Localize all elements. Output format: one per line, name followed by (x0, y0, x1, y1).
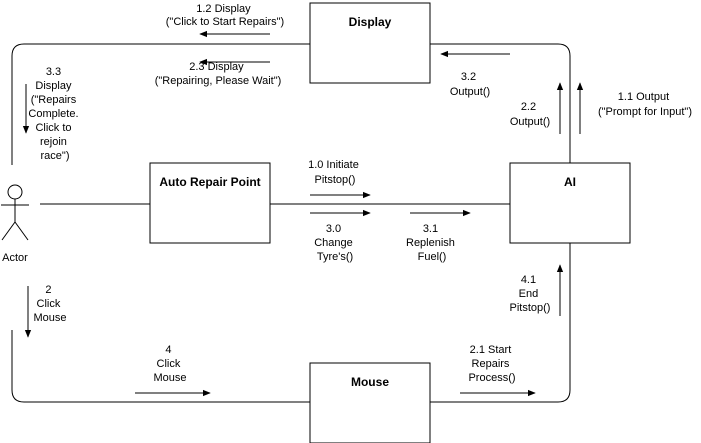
display-box-label: Display (349, 15, 392, 29)
message-1-0: 1.0 Initiate Pitstop() (308, 159, 362, 186)
actor-figure (1, 184, 29, 241)
message-2-2: 2.2 Output() (510, 101, 550, 128)
ai-box (509, 162, 631, 244)
message-3-1: 3.1 Replenish Fuel() (406, 223, 458, 263)
actor-label: Actor (2, 252, 28, 264)
message-2-1: 2.1 Start Repairs Process() (468, 344, 515, 384)
message-4-1: 4.1 End Pitstop() (510, 274, 551, 314)
message-2: 2 Click Mouse (33, 284, 66, 324)
message-2-3: 2.3 Display ("Repairing, Please Wait") (155, 61, 282, 87)
message-3-2: 3.2 Output() (450, 71, 490, 98)
ai-box-label: AI (564, 175, 576, 189)
message-3-0: 3.0 Change Tyre's() (314, 223, 356, 263)
mouse-box (309, 362, 431, 443)
message-4: 4 Click Mouse (153, 344, 186, 384)
message-3-3: 3.3 Display ("Repairs Complete. Click to… (28, 66, 81, 162)
display-box (309, 2, 431, 84)
message-1-1: 1.1 Output ("Prompt for Input") (598, 91, 692, 118)
auto-repair-point-label: Auto Repair Point (159, 175, 260, 189)
message-1-2: 1.2 Display ("Click to Start Repairs") (166, 3, 284, 28)
auto-repair-point-box (149, 162, 271, 244)
mouse-box-label: Mouse (351, 375, 389, 389)
